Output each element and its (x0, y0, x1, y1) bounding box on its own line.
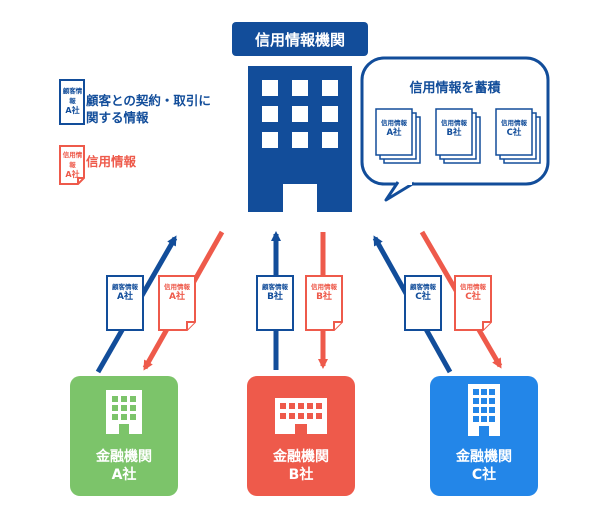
doc-line1: 顧客情報 (262, 283, 288, 291)
doc-line1: 信用情報 (501, 119, 527, 127)
flow-c-customer-doc (404, 275, 442, 331)
legend-credit-info-text: 信用情報 (86, 154, 137, 169)
legend-customer-info-text: 顧客との契約・取引に 関する情報 (86, 92, 236, 126)
flow-b-customer-doc (256, 275, 294, 331)
doc-line2: A社 (386, 128, 402, 138)
doc-line1: 信用情報 (62, 151, 83, 169)
institution-a-card: 金融機関 A社 (70, 376, 178, 496)
building-icon (275, 398, 327, 434)
flow-a-credit-doc-label: 信用情報 A社 (159, 282, 195, 302)
institution-a-label: 金融機関 A社 (70, 448, 178, 484)
doc-line1: 信用情報 (381, 119, 407, 127)
institution-c-card: 金融機関 C社 (430, 376, 538, 496)
doc-line1: 顧客情報 (112, 283, 138, 291)
legend-red-document-icon (59, 145, 85, 185)
building-icon (106, 390, 142, 434)
doc-line2: B社 (446, 128, 462, 138)
doc-line2: C社 (415, 292, 431, 302)
legend-blue-doc-label: 顧客情報 A社 (60, 86, 85, 116)
doc-line1: 顧客情報 (410, 283, 436, 291)
doc-line1: 顧客情報 (62, 87, 83, 105)
institution-c-label: 金融機関 C社 (430, 448, 538, 484)
inst-line1: 金融機関 (273, 449, 329, 465)
legend-line1: 顧客との契約・取引に (86, 93, 211, 108)
institution-b-label: 金融機関 B社 (247, 448, 355, 484)
doc-line1: 信用情報 (441, 119, 467, 127)
bubble-doc-a-label: 信用情報 A社 (376, 118, 412, 138)
flow-b-customer-doc-label: 顧客情報 B社 (257, 282, 293, 302)
doc-line2: A社 (65, 106, 80, 115)
inst-line1: 金融機関 (96, 449, 152, 465)
flow-b-credit-doc-label: 信用情報 B社 (306, 282, 342, 302)
doc-line2: B社 (316, 292, 332, 302)
inst-line1: 金融機関 (456, 449, 512, 465)
legend-blue-document-icon (59, 79, 85, 125)
flow-a-customer-doc (106, 275, 144, 331)
credit-bureau-title: 信用情報機関 (232, 22, 368, 56)
doc-line1: 信用情報 (164, 283, 190, 291)
bubble-doc-c-label: 信用情報 C社 (496, 118, 532, 138)
flow-c-customer-doc-label: 顧客情報 C社 (405, 282, 441, 302)
building-icon (468, 384, 500, 436)
legend-line2: 関する情報 (86, 110, 149, 125)
institution-b-card: 金融機関 B社 (247, 376, 355, 496)
doc-line2: A社 (65, 170, 80, 179)
flow-a-customer-doc-label: 顧客情報 A社 (107, 282, 143, 302)
inst-line2: B社 (288, 467, 314, 483)
bubble-doc-b-label: 信用情報 B社 (436, 118, 472, 138)
legend-red-doc-label: 信用情報 A社 (60, 150, 85, 180)
inst-line2: A社 (111, 467, 137, 483)
doc-line1: 信用情報 (460, 283, 486, 291)
doc-line2: B社 (267, 292, 283, 302)
bureau-building-icon (248, 66, 352, 212)
doc-line1: 信用情報 (311, 283, 337, 291)
doc-line2: C社 (465, 292, 481, 302)
flow-c-credit-doc-label: 信用情報 C社 (455, 282, 491, 302)
doc-line2: C社 (506, 128, 522, 138)
doc-line2: A社 (169, 292, 185, 302)
inst-line2: C社 (471, 467, 497, 483)
stacked-documents-icon (375, 108, 541, 164)
bubble-title: 信用情報を蓄積 (409, 81, 501, 96)
doc-line2: A社 (117, 292, 133, 302)
